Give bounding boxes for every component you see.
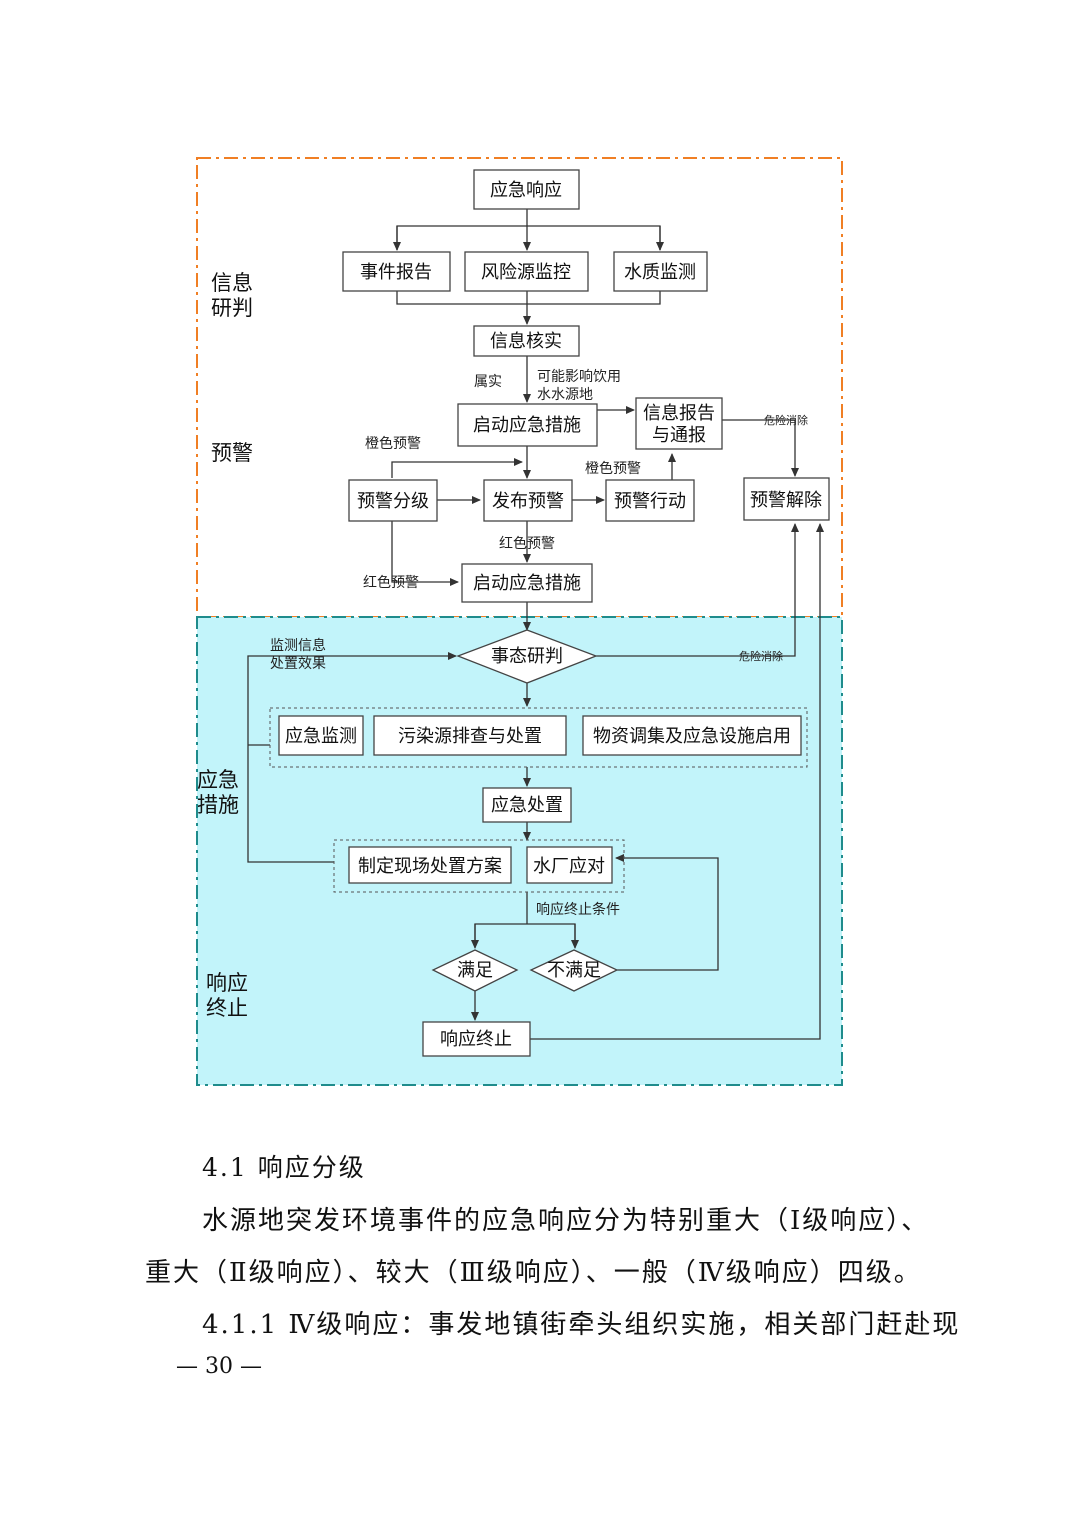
svg-text:水质监测: 水质监测 [624,262,696,283]
svg-text:与通报: 与通报 [652,425,706,446]
node-satisfied: 满足 [431,949,519,992]
node-info-verify: 信息核实 [473,325,580,357]
node-risk-monitoring: 风险源监控 [464,251,589,292]
svg-text:预警分级: 预警分级 [357,491,429,512]
node-warning-level: 预警分级 [348,479,438,522]
svg-text:满足: 满足 [457,960,493,981]
svg-text:信息报告: 信息报告 [643,403,715,424]
label-orange-2: 橙色预警 [585,460,641,477]
info-warning-region [196,157,843,618]
svg-text:制定现场处置方案: 制定现场处置方案 [358,856,502,877]
node-response-end: 响应终止 [422,1021,531,1057]
svg-text:预警解除: 预警解除 [750,490,822,511]
svg-text:信息核实: 信息核实 [490,331,562,352]
svg-text:不满足: 不满足 [547,960,601,981]
node-emergency-response: 应急响应 [473,169,580,210]
svg-text:事件报告: 事件报告 [360,262,432,283]
section-heading: 4.1 响应分级 [202,1153,366,1182]
measures-region [196,616,843,1086]
node-incident-report: 事件报告 [342,251,451,292]
svg-text:预警行动: 预警行动 [614,491,686,512]
label-red-1: 红色预警 [499,535,555,552]
svg-text:污染源排查与处置: 污染源排查与处置 [398,726,542,747]
svg-text:应急响应: 应急响应 [490,180,562,201]
label-termination-condition: 响应终止条件 [536,901,620,918]
node-issue-warning: 发布预警 [483,479,573,522]
node-emergency-monitoring: 应急监测 [278,715,364,756]
label-red-2: 红色预警 [363,574,419,591]
paragraph-1-line-2: 重大（Ⅱ级响应）、较大（Ⅲ级响应）、一般（Ⅳ级响应）四级。 [145,1258,922,1288]
svg-text:事态研判: 事态研判 [491,646,563,667]
svg-text:响应终止: 响应终止 [440,1029,512,1050]
svg-text:水厂应对: 水厂应对 [533,856,605,877]
page-number: — 30 — [176,1354,262,1379]
node-water-quality: 水质监测 [613,251,708,292]
stage-label-warning: 预警 [211,441,253,465]
node-water-plant: 水厂应对 [526,846,613,884]
svg-text:风险源监控: 风险源监控 [481,262,571,283]
node-pollution-source: 污染源排查与处置 [373,715,567,756]
node-emergency-disposal: 应急处置 [482,787,572,823]
svg-text:启动应急措施: 启动应急措施 [473,573,581,594]
paragraph-1-line-1: 水源地突发环境事件的应急响应分为特别重大（Ⅰ级响应）、 [202,1206,930,1236]
label-orange-1: 橙色预警 [365,435,421,452]
node-warning-action: 预警行动 [605,479,695,522]
flowchart: 信息研判 预警 应急措施 响应终止 [196,157,843,1086]
label-danger-cleared-2: 危险消除 [739,649,783,663]
label-danger-cleared-1: 危险消除 [764,413,808,427]
node-start-measures-2: 启动应急措施 [461,563,593,603]
disposal-group [333,839,625,893]
svg-text:物资调集及应急设施启用: 物资调集及应急设施启用 [593,726,791,747]
svg-text:应急处置: 应急处置 [491,795,563,816]
node-situation-judge: 事态研判 [456,629,598,684]
stage-label-termination: 响应终止 [206,971,248,1020]
svg-text:发布预警: 发布预警 [492,491,564,512]
label-confirmed: 属实 [474,374,502,390]
label-may-affect: 可能影响饮用水水源地 [537,369,621,403]
label-monitoring-info: 监测信息处置效果 [270,637,326,672]
stage-label-measures: 应急措施 [197,768,239,817]
node-warning-release: 预警解除 [743,477,830,521]
svg-text:启动应急措施: 启动应急措施 [473,415,581,436]
measures-group [269,707,808,768]
node-not-satisfied: 不满足 [529,949,619,992]
node-material-dispatch: 物资调集及应急设施启用 [582,715,802,756]
node-site-plan: 制定现场处置方案 [348,846,512,884]
stage-label-info: 信息研判 [211,271,253,320]
svg-text:应急监测: 应急监测 [285,726,357,747]
node-start-measures-1: 启动应急措施 [457,403,598,447]
paragraph-2-line-1: 4.1.1 Ⅳ级响应：事发地镇街牵头组织实施，相关部门赶赴现 [202,1310,961,1340]
